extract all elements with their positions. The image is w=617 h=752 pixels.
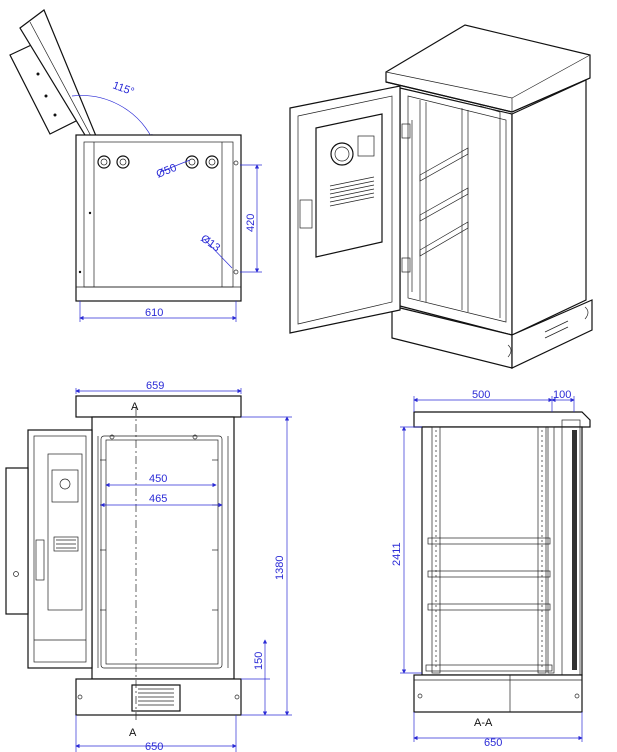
section-height-2411-label: 2411 (391, 542, 403, 566)
inner-465-label: 465 (149, 493, 167, 505)
section-view: 500 100 2411 A-A 650 (391, 389, 591, 749)
section-door-100-label: 100 (553, 389, 571, 401)
top-view: 115° Ø50 Ø13 420 610 (9, 9, 262, 322)
height-420-label: 420 (245, 214, 257, 232)
cable-glands (97, 155, 219, 169)
isometric-view (289, 24, 593, 369)
section-mark-top: A (131, 401, 139, 413)
iso-ac-unit (315, 113, 383, 258)
width-610-label: 610 (145, 307, 163, 319)
section-depth-500-label: 500 (472, 389, 490, 401)
front-base-650-label: 650 (145, 741, 163, 752)
opened-lid (9, 9, 97, 141)
inner-450-label: 450 (149, 473, 167, 485)
front-view: A A 659 450 465 1380 150 650 (5, 380, 292, 752)
angle-label: 115° (111, 80, 136, 99)
front-open-door (27, 429, 93, 669)
section-mark-bottom: A (129, 727, 137, 739)
front-body (91, 416, 235, 680)
plinth-150-label: 150 (253, 652, 265, 670)
cabinet-top-outline (75, 134, 242, 302)
front-width-659-label: 659 (146, 380, 164, 392)
section-title-label: A-A (474, 717, 493, 729)
front-height-1380-label: 1380 (274, 556, 286, 580)
section-base-650-label: 650 (484, 737, 502, 749)
